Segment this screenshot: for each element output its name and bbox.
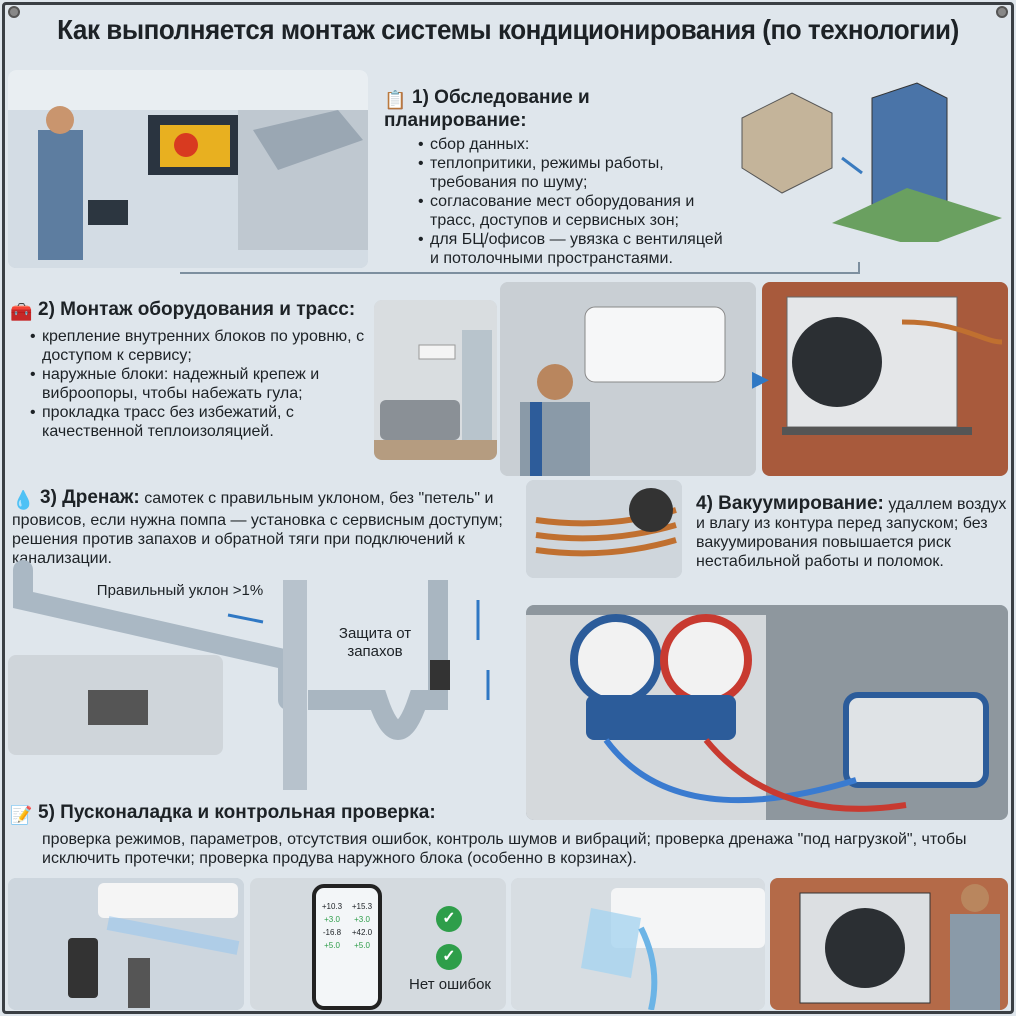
- list-item: крепление внутренних блоков по уровню, с…: [30, 327, 368, 365]
- list-item: теплопритики, режимы работы, требования …: [418, 154, 734, 192]
- phone-screen: +10.3 +15.3 +3.0 +3.0 -16.8 +42.0 +5.0 +5.0: [312, 884, 382, 1010]
- clipboard-icon: 📋: [384, 90, 407, 110]
- noise-measure-illustration: [8, 878, 244, 1010]
- section-survey: 📋1) Обследование и планирование: сбор да…: [384, 88, 734, 268]
- section-title: 3) Дренаж:: [40, 487, 140, 508]
- indoor-unit-install-illustration: [500, 282, 756, 476]
- check-icon: ✓: [436, 944, 462, 970]
- section-text: самотек с правильным уклоном, без "петел…: [12, 490, 503, 567]
- section-title: 4) Вакуумирование:: [696, 493, 884, 514]
- pin-icon: [996, 6, 1008, 18]
- section-drainage: 💧3) Дренаж: самотек с правильным уклоном…: [12, 488, 507, 568]
- phone-value: +5.0: [324, 941, 340, 950]
- no-errors-label: Нет ошибок: [409, 976, 491, 993]
- section-title: 1) Обследование и планирование:: [384, 87, 590, 131]
- phone-value: +10.3: [321, 902, 343, 911]
- outdoor-unit-check-illustration: [770, 878, 1008, 1010]
- drainage-diagram: [8, 560, 508, 790]
- phone-value: +42.0: [351, 928, 373, 937]
- vacuum-pump-illustration: [526, 605, 1008, 820]
- section-vacuum: 4) Вакуумирование: удаллем воздух и влаг…: [696, 494, 1008, 571]
- list-item: наружные блоки: надежный крепеж и виброо…: [30, 365, 368, 403]
- section-title: 2) Монтаж оборудования и трасс:: [38, 299, 356, 320]
- phone-value: +15.3: [351, 902, 373, 911]
- odor-protection-label: Защита от запахов: [338, 625, 412, 660]
- list-item: согласование мест оборудования и трасс, …: [418, 192, 734, 230]
- check-icon: ✓: [436, 906, 462, 932]
- drain-test-illustration: [511, 878, 765, 1010]
- phone-value: +3.0: [324, 915, 340, 924]
- section-commissioning: 📝5) Пусконаладка и контрольная проверка:…: [10, 803, 1010, 868]
- building-plan-illustration: [732, 78, 1008, 242]
- flow-connector: [180, 262, 860, 274]
- phone-value: -16.8: [322, 928, 342, 937]
- list-item: прокладка трасс без избежатий, с качеств…: [30, 403, 368, 441]
- section-text: удаллем воздух и влагу из контура перед …: [696, 496, 1007, 570]
- checklist-icon: 📝: [10, 805, 33, 825]
- toolbox-icon: 🧰: [10, 302, 33, 322]
- section-installation: 🧰2) Монтаж оборудования и трасс: креплен…: [10, 300, 368, 441]
- water-drop-icon: 💧: [12, 490, 35, 510]
- outdoor-unit-illustration: [762, 282, 1008, 476]
- slope-label: Правильный уклон >1%: [96, 582, 264, 599]
- section-title: 5) Пусконаладка и контрольная проверка:: [38, 802, 436, 823]
- survey-office-illustration: [8, 70, 368, 268]
- list-item: сбор данных:: [418, 135, 734, 154]
- list-item: для БЦ/офисов — увязка с вентиляцей и по…: [418, 230, 734, 268]
- phone-value: +5.0: [354, 941, 370, 950]
- phone-check-panel: +10.3+15.3 +3.0+3.0 -16.8+42.0 +5.0+5.0 …: [250, 878, 506, 1010]
- living-room-illustration: [374, 300, 497, 460]
- phone-value: +3.0: [354, 915, 370, 924]
- arrow-right-icon: ▶: [752, 366, 769, 391]
- page-title: Как выполняется монтаж системы кондицион…: [57, 14, 959, 45]
- section-text: проверка режимов, параметров, отсутствия…: [42, 831, 967, 867]
- pin-icon: [8, 6, 20, 18]
- insulated-pipes-illustration: [526, 480, 682, 578]
